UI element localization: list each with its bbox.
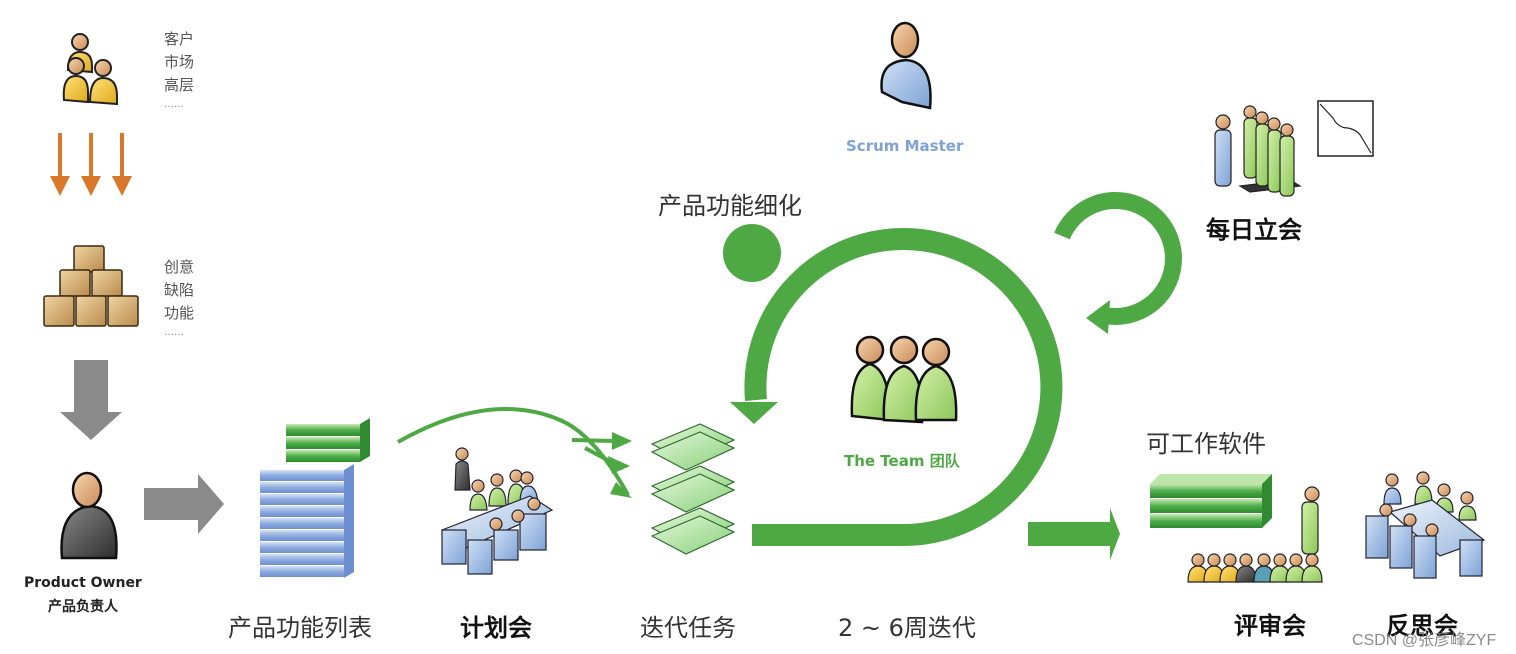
grey-down-arrow bbox=[60, 360, 122, 440]
grey-right-arrow bbox=[144, 474, 224, 534]
review-audience-icon bbox=[1187, 486, 1323, 583]
refinement-label: 产品功能细化 bbox=[658, 192, 802, 220]
standup-group-icon bbox=[1214, 105, 1302, 197]
burndown-chart-icon bbox=[1317, 100, 1374, 157]
requirement-ellipsis: …… bbox=[164, 327, 184, 338]
planning-flow-arrows bbox=[397, 407, 632, 498]
task-documents-icon bbox=[650, 423, 736, 555]
daily-standup-label: 每日立会 bbox=[1206, 216, 1302, 244]
boxes-pile-icon bbox=[43, 245, 139, 327]
stakeholders-group-icon bbox=[62, 33, 118, 106]
sprint-duration-label: 2 ~ 6周迭代 bbox=[838, 614, 976, 642]
review-meeting-label: 评审会 bbox=[1234, 612, 1306, 640]
product-owner-title-en: Product Owner bbox=[24, 575, 142, 591]
delivery-arrow bbox=[1028, 508, 1120, 560]
increment-stack-icon bbox=[1150, 474, 1272, 528]
backlog-stack-icon bbox=[260, 418, 370, 578]
meeting-table-icon bbox=[440, 447, 554, 575]
requirement-list: 创意 缺陷 功能 …… bbox=[164, 256, 194, 341]
product-backlog-label: 产品功能列表 bbox=[228, 614, 372, 642]
product-owner-person-icon bbox=[60, 471, 118, 560]
green-slab-stack bbox=[286, 418, 370, 462]
stakeholder-item: 市场 bbox=[164, 53, 195, 71]
stakeholder-input-arrows bbox=[50, 133, 132, 196]
sprint-start-dot bbox=[723, 224, 781, 282]
planning-meeting-label: 计划会 bbox=[460, 614, 532, 642]
stakeholder-item: 高层 bbox=[164, 76, 195, 94]
scrum-master-label: Scrum Master bbox=[846, 137, 964, 155]
requirement-item: 缺陷 bbox=[164, 281, 195, 299]
requirement-item: 功能 bbox=[164, 304, 195, 322]
team-label: The Team 团队 bbox=[844, 452, 960, 470]
requirement-item: 创意 bbox=[164, 258, 195, 276]
sprint-backlog-label: 迭代任务 bbox=[640, 614, 736, 642]
blue-slab-stack bbox=[260, 464, 354, 578]
working-software-label: 可工作软件 bbox=[1146, 430, 1266, 458]
sprint-cycle-arrow bbox=[723, 224, 1063, 546]
retro-table-icon bbox=[1365, 471, 1486, 579]
watermark: CSDN @张彦峰ZYF bbox=[1352, 632, 1497, 649]
product-owner-title-zh: 产品负责人 bbox=[48, 599, 118, 615]
retrospective-label: 反思会 bbox=[1386, 612, 1458, 640]
stakeholder-list: 客户 市场 高层 …… bbox=[164, 28, 194, 113]
stakeholder-item: 客户 bbox=[164, 30, 195, 48]
daily-cycle-arrow bbox=[1054, 191, 1182, 334]
stakeholder-ellipsis: …… bbox=[164, 99, 184, 110]
team-group-icon bbox=[850, 335, 958, 424]
scrum-master-person-icon bbox=[880, 21, 932, 110]
